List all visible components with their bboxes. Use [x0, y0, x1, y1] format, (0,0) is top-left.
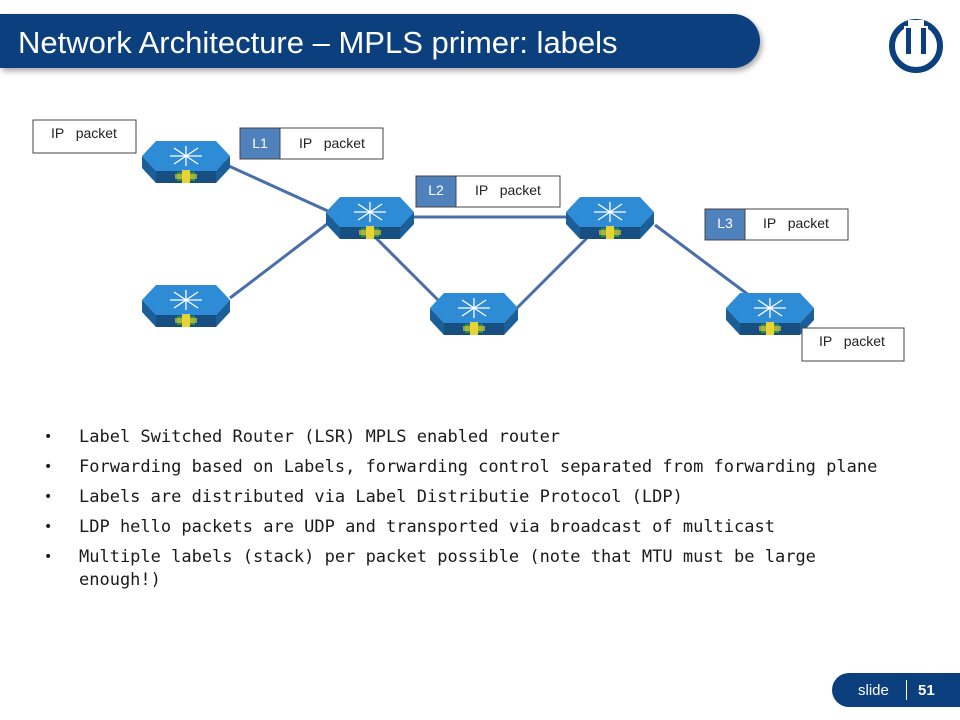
- list-item: • Labels are distributed via Label Distri…: [44, 486, 894, 509]
- bullet-dot-icon: •: [44, 549, 53, 565]
- router-icon: [141, 284, 231, 328]
- bullet-text: Labels are distributed via Label Distrib…: [79, 487, 683, 507]
- packet-ingress: IP packet: [32, 119, 137, 154]
- bullet-text: LDP hello packets are UDP and transporte…: [79, 517, 775, 537]
- link-r1-r3: [219, 160, 331, 214]
- bullet-list: • Label Switched Router (LSR) MPLS enable…: [44, 426, 894, 599]
- link-r4-r6: [654, 223, 751, 298]
- packet-payload: IP packet: [819, 333, 885, 349]
- bullet-text: Multiple labels (stack) per packet possi…: [79, 547, 816, 590]
- bullet-text: Label Switched Router (LSR) MPLS enabled…: [79, 427, 561, 447]
- bullet-dot-icon: •: [44, 459, 53, 475]
- bullet-dot-icon: •: [44, 429, 53, 445]
- slide-number: 51: [918, 682, 935, 699]
- packet-l3: L3 IP packet: [704, 208, 849, 241]
- router-icon: [429, 292, 519, 336]
- packet-l1: L1 IP packet: [239, 127, 384, 160]
- packet-payload: IP packet: [475, 182, 541, 198]
- label-tag: L2: [428, 182, 444, 198]
- label-tag: L1: [252, 135, 268, 151]
- packet-egress: IP packet: [801, 327, 905, 362]
- router-icon: [141, 140, 231, 184]
- label-tag: L3: [717, 215, 733, 231]
- link-r5-r4: [513, 228, 597, 312]
- footer-divider: [906, 680, 907, 700]
- mpls-network-diagram: IP packet L1 IP packet L2 IP packet L3 I…: [32, 119, 905, 362]
- list-item: • Multiple labels (stack) per packet poss…: [44, 546, 894, 592]
- network-links: [219, 160, 751, 312]
- organization-logo-icon: [889, 19, 943, 73]
- packet-payload: IP packet: [51, 125, 117, 141]
- router-icon: [725, 292, 815, 336]
- slide-title: Network Architecture – MPLS primer: labe…: [18, 25, 618, 60]
- packet-l2: L2 IP packet: [415, 175, 561, 208]
- router-icon: [565, 196, 655, 240]
- bullet-text: Forwarding based on Labels, forwarding c…: [79, 457, 878, 477]
- list-item: • Forwarding based on Labels, forwarding …: [44, 456, 894, 479]
- link-r2-r3: [229, 216, 336, 300]
- list-item: • LDP hello packets are UDP and transport…: [44, 516, 894, 539]
- link-r3-r5: [368, 230, 442, 304]
- title-bar: [0, 14, 760, 68]
- packet-payload: IP packet: [299, 135, 365, 151]
- bullet-dot-icon: •: [44, 489, 53, 505]
- footer-slide-label: slide: [858, 682, 889, 699]
- footer-bar: [832, 673, 960, 707]
- bullet-dot-icon: •: [44, 519, 53, 535]
- packet-payload: IP packet: [763, 215, 829, 231]
- list-item: • Label Switched Router (LSR) MPLS enable…: [44, 426, 894, 449]
- router-icon: [325, 196, 415, 240]
